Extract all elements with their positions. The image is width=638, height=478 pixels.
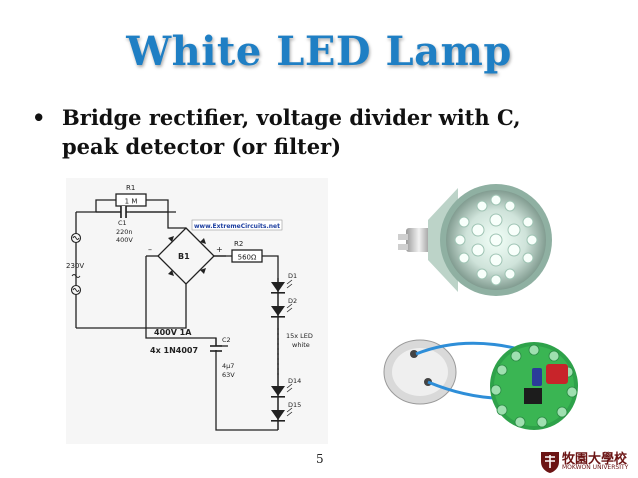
bridge-spec2: 4x 1N4007 (150, 346, 198, 355)
page-number: 5 (316, 452, 324, 466)
led-lamp-photo (398, 170, 558, 310)
crest-icon (541, 452, 559, 473)
slide-title: White LED Lamp (126, 28, 512, 75)
led-note2: white (292, 341, 310, 349)
d2-label: D2 (288, 297, 297, 305)
bridge-label: B1 (178, 252, 190, 261)
led-note1: 15x LED (286, 332, 313, 340)
mains-value: 230V (66, 262, 84, 270)
led-board-photo (376, 324, 590, 442)
logo-name-en: MOKWON UNIVERSITY (562, 464, 629, 471)
d1-label: D1 (288, 272, 297, 280)
r2-value: 560Ω (238, 254, 257, 262)
bullet-text-line2: peak detector (or filter) (62, 134, 342, 159)
svg-text:+: + (216, 245, 223, 254)
website-label: www.ExtremeCircuits.net (194, 223, 280, 230)
bridge-spec1: 400V 1A (154, 328, 192, 337)
r2-label: R2 (234, 240, 243, 248)
university-logo: 牧園大學校 MOKWON UNIVERSITY (540, 448, 636, 476)
d14-label: D14 (288, 377, 301, 385)
c1-value2: 400V (116, 236, 133, 244)
c2-label: C2 (222, 336, 231, 344)
c2-value1: 4µ7 (222, 362, 234, 370)
circuit-schematic: 1 M R1 C1 220n 400V www.ExtremeCircuits.… (66, 178, 328, 444)
d15-label: D15 (288, 401, 301, 409)
r1-value: 1 M (125, 198, 138, 206)
c1-value1: 220n (116, 228, 133, 236)
svg-text:–: – (148, 245, 152, 254)
logo-name-cn: 牧園大學校 (562, 452, 628, 467)
c2-value2: 63V (222, 371, 235, 379)
bullet-item: • Bridge rectifier, voltage divider with… (32, 103, 622, 161)
c1-label: C1 (118, 219, 127, 227)
r1-label: R1 (126, 184, 135, 192)
bullet-symbol: • (32, 105, 46, 130)
bullet-text-line1: Bridge rectifier, voltage divider with C… (62, 105, 521, 130)
